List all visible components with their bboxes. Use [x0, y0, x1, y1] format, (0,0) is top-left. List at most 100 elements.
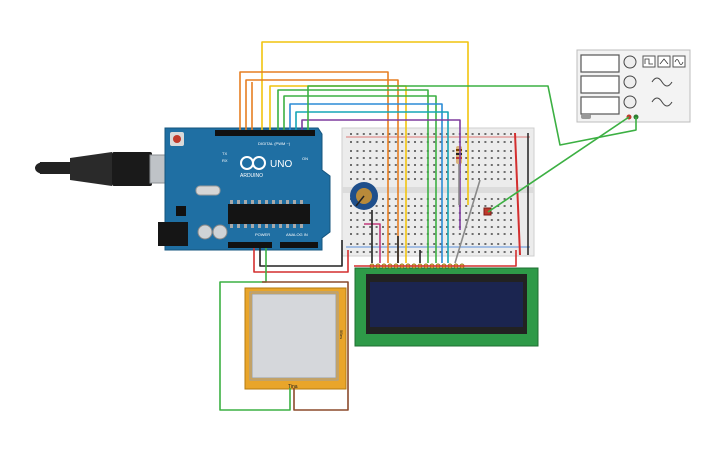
breadboard-hole	[497, 233, 500, 235]
breadboard-hole	[490, 212, 493, 214]
breadboard-hole	[375, 164, 378, 166]
square-wave-icon[interactable]	[642, 55, 656, 68]
breadboard-hole	[484, 198, 487, 200]
breadboard-hole	[439, 198, 442, 200]
breadboard-hole	[484, 150, 487, 152]
breadboard-hole	[420, 226, 423, 228]
breadboard-hole	[484, 141, 487, 143]
wire-cyan[interactable]	[295, 111, 449, 263]
breadboard-hole	[446, 251, 448, 253]
wire-green-1[interactable]	[277, 89, 429, 263]
wire-green-generator[interactable]	[307, 85, 637, 146]
breadboard-hole	[362, 164, 365, 166]
breadboard-hole	[407, 198, 410, 200]
wire-blue[interactable]	[289, 103, 443, 263]
breadboard-hole	[414, 251, 416, 253]
breadboard-hole	[458, 243, 461, 245]
wire-gray[interactable]	[454, 179, 481, 264]
breadboard-hole	[362, 157, 365, 159]
breadboard[interactable]	[341, 127, 535, 257]
wire-green-2[interactable]	[283, 95, 437, 263]
breadboard-hole	[446, 178, 448, 180]
digital-header-label: DIGITAL (PWM ~)	[258, 141, 291, 146]
breadboard-hole	[433, 205, 436, 207]
breadboard-hole	[369, 233, 372, 235]
breadboard-hole	[497, 243, 500, 245]
breadboard-hole	[388, 226, 391, 228]
power-label: POWER	[255, 232, 270, 237]
potentiometer-icon[interactable]	[350, 182, 378, 210]
breadboard-hole	[446, 205, 448, 207]
breadboard-hole	[394, 133, 397, 135]
breadboard-hole	[471, 150, 474, 152]
resistor-icon[interactable]	[456, 146, 462, 164]
wire-black-gnd[interactable]	[259, 240, 343, 267]
arduino-board[interactable]: ARDUINO UNO DIGITAL (PWM ~) TX RX ON POW…	[158, 127, 331, 251]
breadboard-hole	[375, 243, 378, 245]
breadboard-hole	[510, 243, 512, 245]
frequency-knob[interactable]	[623, 75, 637, 89]
breadboard-hole	[484, 233, 487, 235]
breadboard-hole	[375, 226, 378, 228]
breadboard-hole	[484, 243, 487, 245]
breadboard-hole	[439, 178, 442, 180]
breadboard-hole	[446, 226, 448, 228]
triangle-wave-icon[interactable]	[657, 55, 671, 68]
breadboard-hole	[433, 226, 436, 228]
breadboard-hole	[465, 141, 468, 143]
breadboard-hole	[356, 219, 359, 221]
wire-red-rail[interactable]	[354, 250, 517, 267]
breadboard-hole	[414, 233, 416, 235]
wire-green-led[interactable]	[487, 116, 630, 213]
offset-knob[interactable]	[623, 95, 637, 109]
breadboard-hole	[369, 141, 372, 143]
breadboard-hole	[471, 133, 474, 135]
wire-yellow-top[interactable]	[261, 41, 469, 205]
breadboard-hole	[388, 178, 391, 180]
breadboard-hole	[407, 243, 410, 245]
breadboard-hole	[382, 233, 384, 235]
breadboard-hole	[465, 157, 468, 159]
wire-pink[interactable]	[364, 223, 381, 263]
breadboard-hole	[439, 212, 442, 214]
breadboard-hole	[471, 243, 474, 245]
wire-purple[interactable]	[301, 119, 461, 230]
breadboard-hole	[497, 219, 500, 221]
function-generator[interactable]	[576, 49, 691, 123]
wire-green-sensor[interactable]	[219, 248, 291, 411]
breadboard-hole	[401, 233, 404, 235]
breadboard-hole	[490, 198, 493, 200]
breadboard-hole	[439, 243, 442, 245]
sine-wave-icon[interactable]	[672, 55, 686, 68]
breadboard-hole	[394, 150, 397, 152]
breadboard-hole	[452, 233, 455, 235]
breadboard-hole	[420, 233, 423, 235]
breadboard-hole	[382, 178, 384, 180]
breadboard-hole	[382, 133, 384, 135]
breadboard-hole	[414, 178, 416, 180]
amplitude-knob[interactable]	[623, 55, 637, 69]
breadboard-hole	[414, 198, 416, 200]
breadboard-hole	[356, 212, 359, 214]
breadboard-hole	[478, 157, 480, 159]
wire-orange-2[interactable]	[245, 79, 399, 263]
force-sensor[interactable]: Tina 5Bes	[244, 287, 347, 390]
breadboard-hole	[414, 171, 416, 173]
power-switch[interactable]	[581, 114, 591, 119]
wire-brown-sensor[interactable]	[262, 281, 349, 411]
lcd-display[interactable]	[354, 263, 539, 347]
breadboard-hole	[407, 141, 410, 143]
usb-cable-icon[interactable]	[35, 152, 185, 186]
breadboard-hole	[458, 251, 461, 253]
wire-orange-1[interactable]	[239, 71, 389, 263]
breadboard-hole	[388, 233, 391, 235]
breadboard-hole	[420, 164, 423, 166]
led-icon[interactable]	[483, 207, 492, 216]
breadboard-hole	[388, 171, 391, 173]
breadboard-hole	[478, 212, 480, 214]
breadboard-hole	[446, 133, 448, 135]
breadboard-hole	[478, 251, 480, 253]
wire-red-5v[interactable]	[253, 248, 349, 273]
breadboard-hole	[356, 233, 359, 235]
